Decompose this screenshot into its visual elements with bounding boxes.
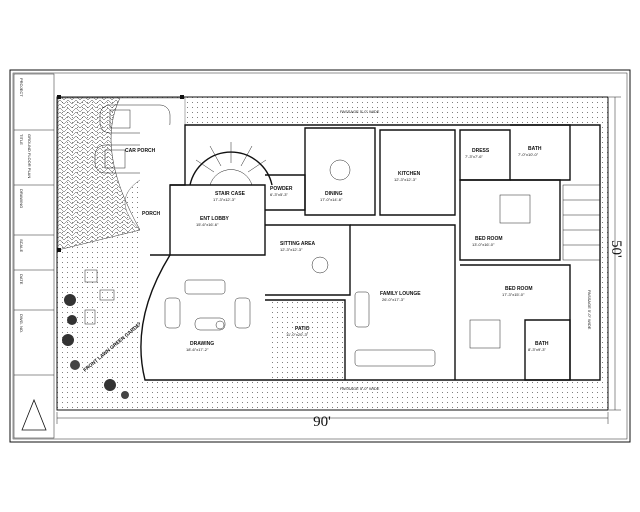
- room-label-car-porch: CAR PORCH: [125, 148, 156, 154]
- interior-walls: [150, 124, 601, 381]
- passage-label-right: PASSAGE 5'-0" WIDE: [587, 290, 592, 330]
- title-field-title: TITLE: [19, 134, 24, 145]
- room-label-kitchen: KITCHEN: [398, 171, 421, 177]
- svg-text:8'-3"x9'-3": 8'-3"x9'-3": [528, 347, 547, 352]
- svg-text:7'-3"x7'-6": 7'-3"x7'-6": [465, 154, 484, 159]
- room-labels: CAR PORCH PORCH STAIR CASE 17'-3"x12'-3"…: [125, 146, 549, 352]
- svg-text:15'-6"x16'-6": 15'-6"x16'-6": [196, 222, 219, 227]
- staircase: [189, 142, 273, 186]
- svg-text:12'-3"x12'-3": 12'-3"x12'-3": [280, 247, 303, 252]
- room-label-ent-lobby: ENT LOBBY: [200, 216, 230, 222]
- room-label-family-lounge: FAMILY LOUNGE: [380, 291, 421, 297]
- svg-text:17'-3"x15'-0": 17'-3"x15'-0": [502, 292, 525, 297]
- patio-floor: [268, 302, 343, 378]
- title-field-scale: SCALE: [19, 239, 24, 252]
- room-label-stair-case: STAIR CASE: [215, 191, 246, 197]
- svg-text:17'-0"x14'-6": 17'-0"x14'-6": [320, 197, 343, 202]
- room-label-bed-room: BED ROOM: [505, 286, 533, 292]
- room-label-patio: PATIO: [295, 326, 310, 332]
- svg-text:12'-3"x12'-3": 12'-3"x12'-3": [394, 177, 417, 182]
- room-label-porch: PORCH: [142, 211, 160, 217]
- title-field-date: DATE: [19, 274, 24, 285]
- dimension-depth: 50': [608, 96, 624, 411]
- title-field-drawing: DRAWING: [19, 189, 24, 208]
- room-label-bath: BATH: [535, 341, 549, 347]
- steps: [562, 184, 601, 261]
- svg-text:26'-0"x17'-3": 26'-0"x17'-3": [382, 297, 405, 302]
- title-field-dwg-no: DWG. NO.: [19, 314, 24, 333]
- title-field-project: PROJECT: [19, 78, 24, 97]
- dimension-width: 90': [56, 412, 609, 430]
- room-label-dining: DINING: [325, 191, 343, 197]
- svg-text:18'-6"x17'-2": 18'-6"x17'-2": [186, 347, 209, 352]
- width-dimension-label: 90': [313, 414, 331, 430]
- svg-text:6'-3"x5'-3": 6'-3"x5'-3": [270, 192, 289, 197]
- garden-plants: [62, 269, 129, 399]
- title-block: PROJECT TITLE GROUND FLOOR PLAN DRAWING …: [13, 73, 55, 439]
- svg-text:13'-0"x16'-0": 13'-0"x16'-0": [472, 242, 495, 247]
- svg-text:7'-0"x10'-0": 7'-0"x10'-0": [518, 152, 539, 157]
- room-label-sitting-area: SITTING AREA: [280, 241, 315, 247]
- furniture: [164, 159, 531, 367]
- passage-label-bottom: PASSAGE 5'-0" WIDE: [340, 386, 380, 391]
- room-label-dress: DRESS: [472, 148, 490, 154]
- room-label-bath: BATH: [528, 146, 542, 152]
- room-label-powder: POWDER: [270, 186, 293, 192]
- depth-dimension-label: 50': [608, 240, 624, 258]
- svg-text:17'-3"x12'-3": 17'-3"x12'-3": [213, 197, 236, 202]
- firm-logo: [21, 398, 47, 431]
- svg-text:11'-0"x20'-3": 11'-0"x20'-3": [286, 332, 309, 337]
- car-icon: [99, 104, 171, 134]
- room-label-drawing: DRAWING: [190, 341, 214, 347]
- title-value: GROUND FLOOR PLAN: [27, 134, 32, 178]
- passage-label-top: PASSAGE 5'-0" WIDE: [340, 109, 380, 114]
- room-label-bed-room: BED ROOM: [475, 236, 503, 242]
